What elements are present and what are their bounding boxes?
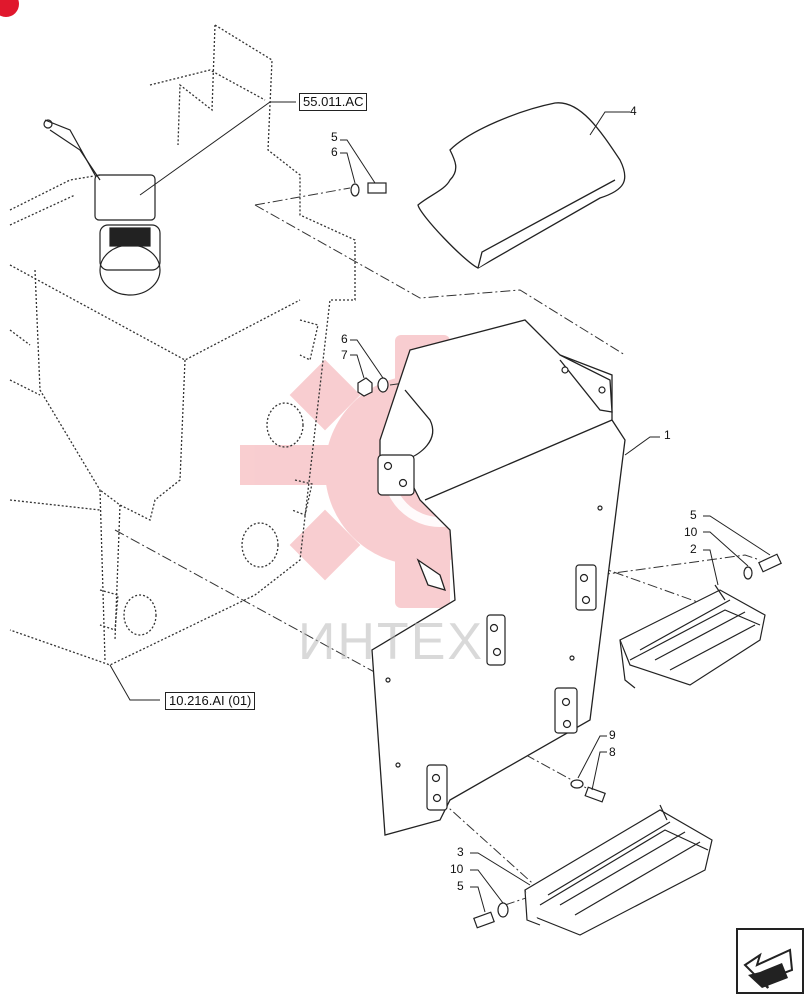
callout-9: 9	[609, 728, 616, 742]
callout-5-bottom: 5	[457, 879, 464, 893]
callout-2: 2	[690, 542, 697, 556]
callout-4: 4	[630, 104, 637, 118]
corner-dot	[0, 0, 19, 17]
part-4-cover-plate	[417, 102, 626, 269]
fasteners	[350, 182, 782, 929]
callout-6-mid: 6	[341, 332, 348, 346]
ref-box-55-011-ac[interactable]: 55.011.AC	[299, 93, 368, 111]
callout-10-bottom: 10	[450, 862, 464, 876]
panel-mounting-tabs	[377, 366, 606, 811]
ref-box-10-216-ai[interactable]: 10.216.AI (01)	[165, 692, 256, 710]
pump-unit	[43, 119, 161, 296]
tank-assembly-outline	[9, 24, 356, 666]
callout-6-top: 6	[331, 145, 338, 159]
callout-10-right: 10	[684, 525, 698, 539]
callout-8: 8	[609, 745, 616, 759]
callout-3: 3	[457, 845, 464, 859]
watermark-text: ИНТЕХ	[298, 613, 485, 671]
callout-7: 7	[341, 348, 348, 362]
arrow-back-icon[interactable]	[736, 928, 804, 994]
part-2-upper-step	[619, 584, 766, 689]
leader-lines	[109, 101, 771, 913]
callout-5-right: 5	[690, 508, 697, 522]
callout-1: 1	[664, 428, 671, 442]
part-3-lower-step	[524, 804, 713, 936]
callout-5-top: 5	[331, 130, 338, 144]
